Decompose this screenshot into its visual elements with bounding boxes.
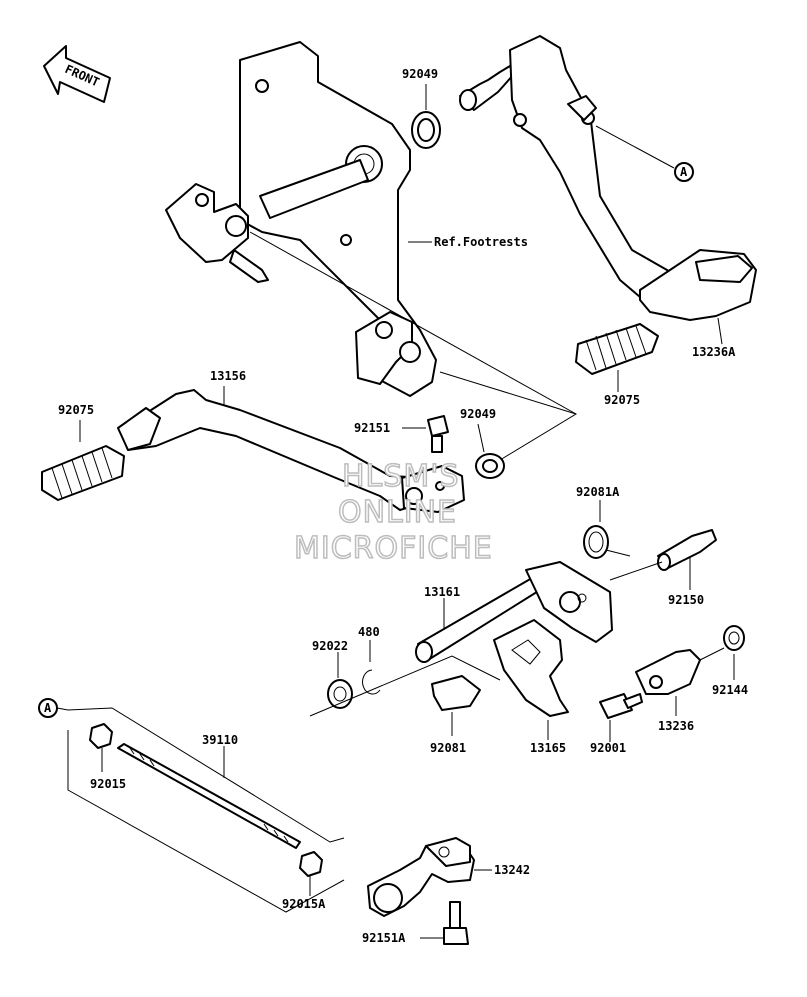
part-13156 [117, 389, 465, 513]
label-92022: 92022 [312, 639, 348, 653]
label-92015A: 92015A [282, 897, 326, 911]
part-92144 [723, 625, 745, 651]
part-39110 [117, 743, 301, 849]
callout-a-top-label: A [680, 165, 688, 179]
label-92081A: 92081A [576, 485, 620, 499]
label-480: 480 [358, 625, 380, 639]
watermark-line-3: MICROFICHE [294, 531, 493, 566]
label-39110: 39110 [202, 733, 238, 747]
label-13156: 13156 [210, 369, 246, 383]
part-13242 [367, 837, 475, 917]
label-92151A: 92151A [362, 931, 406, 945]
label-13242: 13242 [494, 863, 530, 877]
part-92081 [431, 675, 481, 711]
footrest-bracket [165, 41, 437, 397]
part-92015 [89, 723, 113, 749]
label-13165: 13165 [530, 741, 566, 755]
part-92075-right [575, 323, 659, 375]
ref-footrests-label: Ref.Footrests [434, 235, 528, 249]
label-92001: 92001 [590, 741, 626, 755]
part-92151A [443, 901, 469, 945]
label-13236A: 13236A [692, 345, 736, 359]
label-92049-top: 92049 [402, 67, 438, 81]
label-92075-right: 92075 [604, 393, 640, 407]
label-92150: 92150 [668, 593, 704, 607]
label-92151: 92151 [354, 421, 390, 435]
callout-a-bottom-label: A [44, 701, 52, 715]
part-92151 [427, 415, 449, 453]
part-92015A [299, 851, 323, 877]
part-92049-mid [475, 453, 505, 479]
label-13236: 13236 [658, 719, 694, 733]
part-92081A [583, 525, 631, 559]
part-92049-top [411, 111, 441, 149]
part-13236A [459, 35, 757, 321]
watermark-line-1: HLSM'S [342, 459, 460, 494]
label-92015: 92015 [90, 777, 126, 791]
watermark-line-2: ONLINE [338, 495, 457, 530]
watermark: HLSM'S ONLINE MICROFICHE [293, 458, 493, 567]
part-92001 [599, 693, 643, 719]
part-13165 [493, 619, 569, 717]
part-13236 [635, 649, 701, 695]
part-92150 [657, 529, 717, 571]
label-92144: 92144 [712, 683, 748, 697]
label-13161: 13161 [424, 585, 460, 599]
label-92081: 92081 [430, 741, 466, 755]
label-92075-left: 92075 [58, 403, 94, 417]
label-92049-mid: 92049 [460, 407, 496, 421]
part-13161 [415, 561, 613, 663]
part-480 [362, 669, 381, 695]
callout-a-top [674, 162, 694, 182]
part-92075-left [41, 445, 125, 501]
front-arrow: FRONT [43, 45, 111, 103]
